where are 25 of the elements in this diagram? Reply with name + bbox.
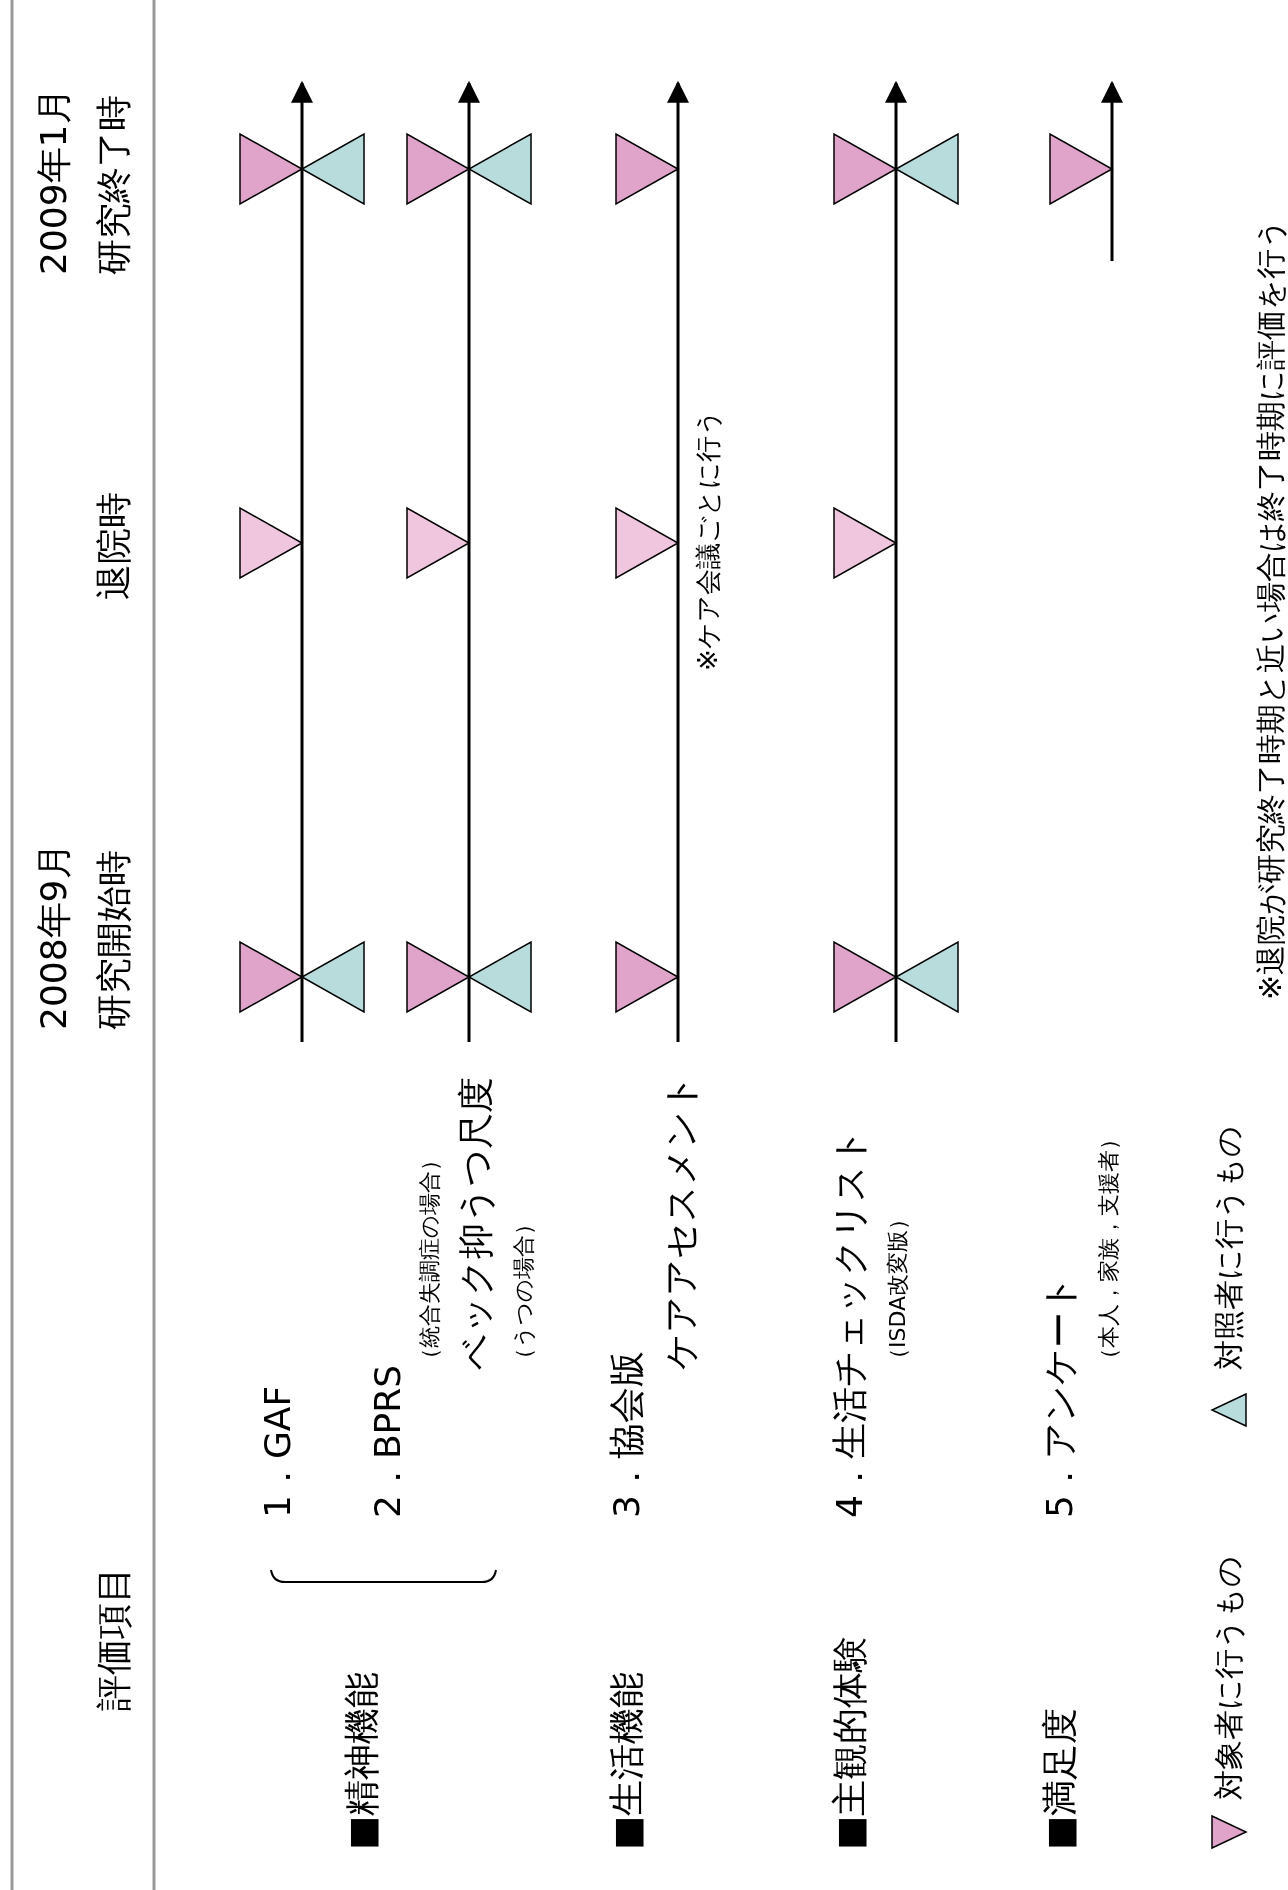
column-header: 2008年9月: [36, 843, 72, 1030]
item-label: 3．協会版: [609, 1351, 645, 1518]
category-label: ■精神機能: [344, 1672, 380, 1850]
item-note: （ISDA改変版）: [887, 1207, 909, 1370]
category-label: ■生活機能: [609, 1672, 645, 1850]
footnote: ※退院が研究終了時期と近い場合は終了時期に評価を行う: [1256, 217, 1286, 1000]
category-label: ■満足度: [1042, 1708, 1078, 1850]
timeline-note: ※ケア会議ごとに行う: [695, 409, 721, 671]
legend-label: 対照者に行うもの: [1214, 1126, 1244, 1370]
item-label: 2．BPRS: [370, 1364, 406, 1518]
column-header: 退院時: [96, 492, 132, 600]
item-note: （統合失調症の場合）: [419, 1149, 441, 1370]
item-label: 1．GAF: [260, 1385, 296, 1518]
item-note: （うつの場合）: [513, 1213, 535, 1370]
column-header: 研究終了時: [96, 95, 132, 275]
item-label: ベック抑うつ尺度: [458, 1077, 494, 1370]
item-label: 4．生活チェックリスト: [832, 1128, 868, 1518]
category-label: ■主観的体験: [832, 1636, 868, 1850]
item-note: （本人，家族，支援者）: [1098, 1128, 1120, 1370]
column-header: 研究開始時: [96, 850, 132, 1030]
column-header: 評価項目: [96, 1567, 132, 1711]
legend-label: 対象者に行うもの: [1214, 1556, 1244, 1800]
column-header: 2009年1月: [36, 88, 72, 275]
item-label: 5．アンケート: [1042, 1275, 1078, 1518]
item-label: ケアアセスメント: [663, 1074, 699, 1370]
